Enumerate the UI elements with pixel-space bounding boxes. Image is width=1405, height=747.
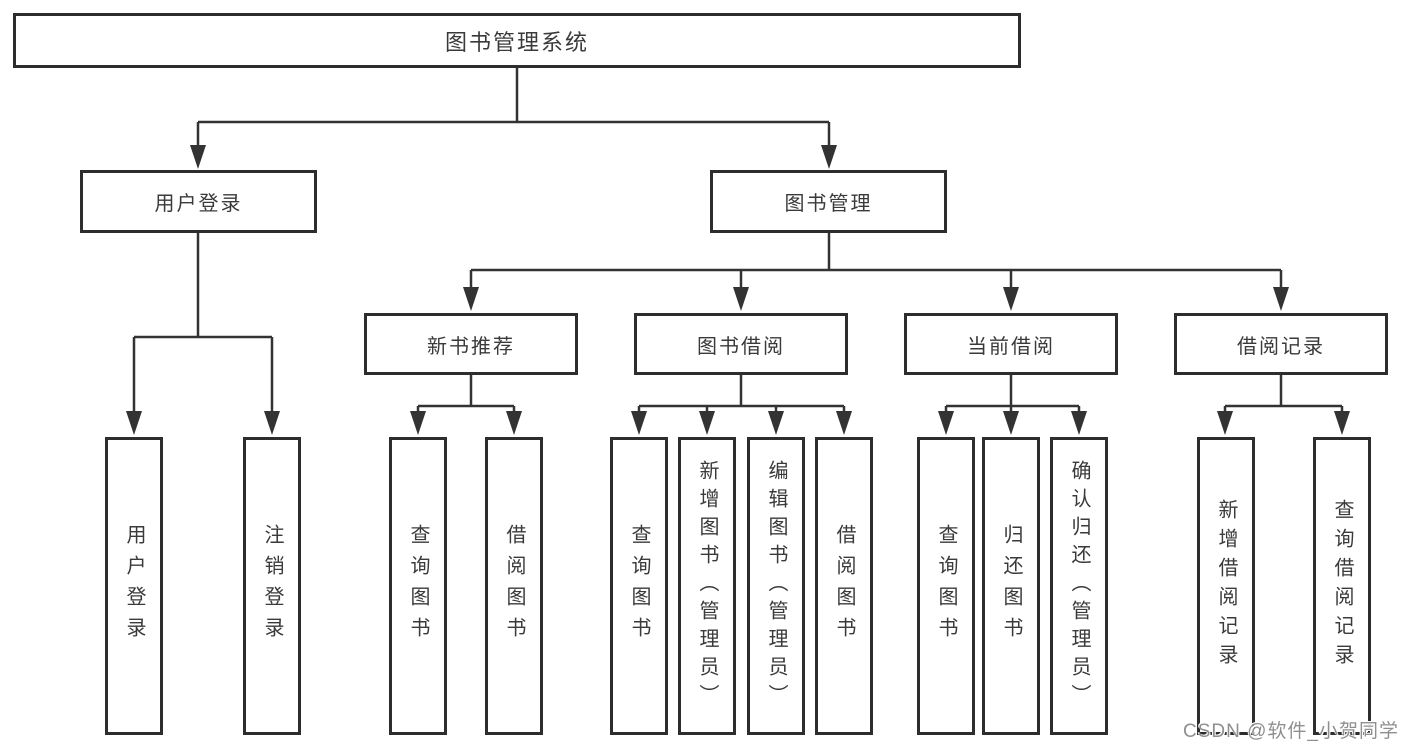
- node-book-borrow: 图书借阅: [634, 313, 848, 375]
- leaf-borrow-books-recommend: 借阅图书: [485, 437, 543, 735]
- connector-current-borrow-to-leaves: [938, 375, 1087, 435]
- leaf-add-borrow-record: 新增借阅记录: [1197, 437, 1255, 735]
- leaf-query-books-borrow: 查询图书: [610, 437, 668, 735]
- leaf-user-login: 用户登录: [105, 437, 163, 735]
- leaf-borrow-books: 借阅图书: [815, 437, 873, 735]
- leaf-query-borrow-record: 查询借阅记录: [1313, 437, 1371, 735]
- leaf-logout-login: 注销登录: [243, 437, 301, 735]
- connector-root-to-level2: [190, 68, 837, 169]
- connector-new-book-recommend-to-leaves: [410, 375, 522, 435]
- connector-borrow-records-to-leaves: [1217, 375, 1350, 435]
- node-book-management: 图书管理: [710, 170, 947, 233]
- leaf-return-books: 归还图书: [982, 437, 1040, 735]
- csdn-watermark: CSDN @软件_小贺同学: [1183, 721, 1399, 742]
- node-new-book-recommend: 新书推荐: [364, 313, 578, 375]
- connector-user-login-to-leaves: [126, 233, 280, 435]
- connector-book-borrow-to-leaves: [631, 375, 852, 435]
- leaf-query-books-recommend: 查询图书: [389, 437, 447, 735]
- leaf-edit-books-admin: 编辑图书（管理员）: [747, 437, 805, 735]
- node-current-borrow: 当前借阅: [904, 313, 1118, 375]
- leaf-add-books-admin: 新增图书（管理员）: [678, 437, 736, 735]
- node-borrow-records: 借阅记录: [1174, 313, 1388, 375]
- node-user-login: 用户登录: [80, 170, 317, 233]
- leaf-confirm-return-admin: 确认归还（管理员）: [1050, 437, 1108, 735]
- node-root: 图书管理系统: [13, 13, 1021, 68]
- leaf-query-books-current: 查询图书: [917, 437, 975, 735]
- connector-book-management-to-level3: [463, 233, 1289, 311]
